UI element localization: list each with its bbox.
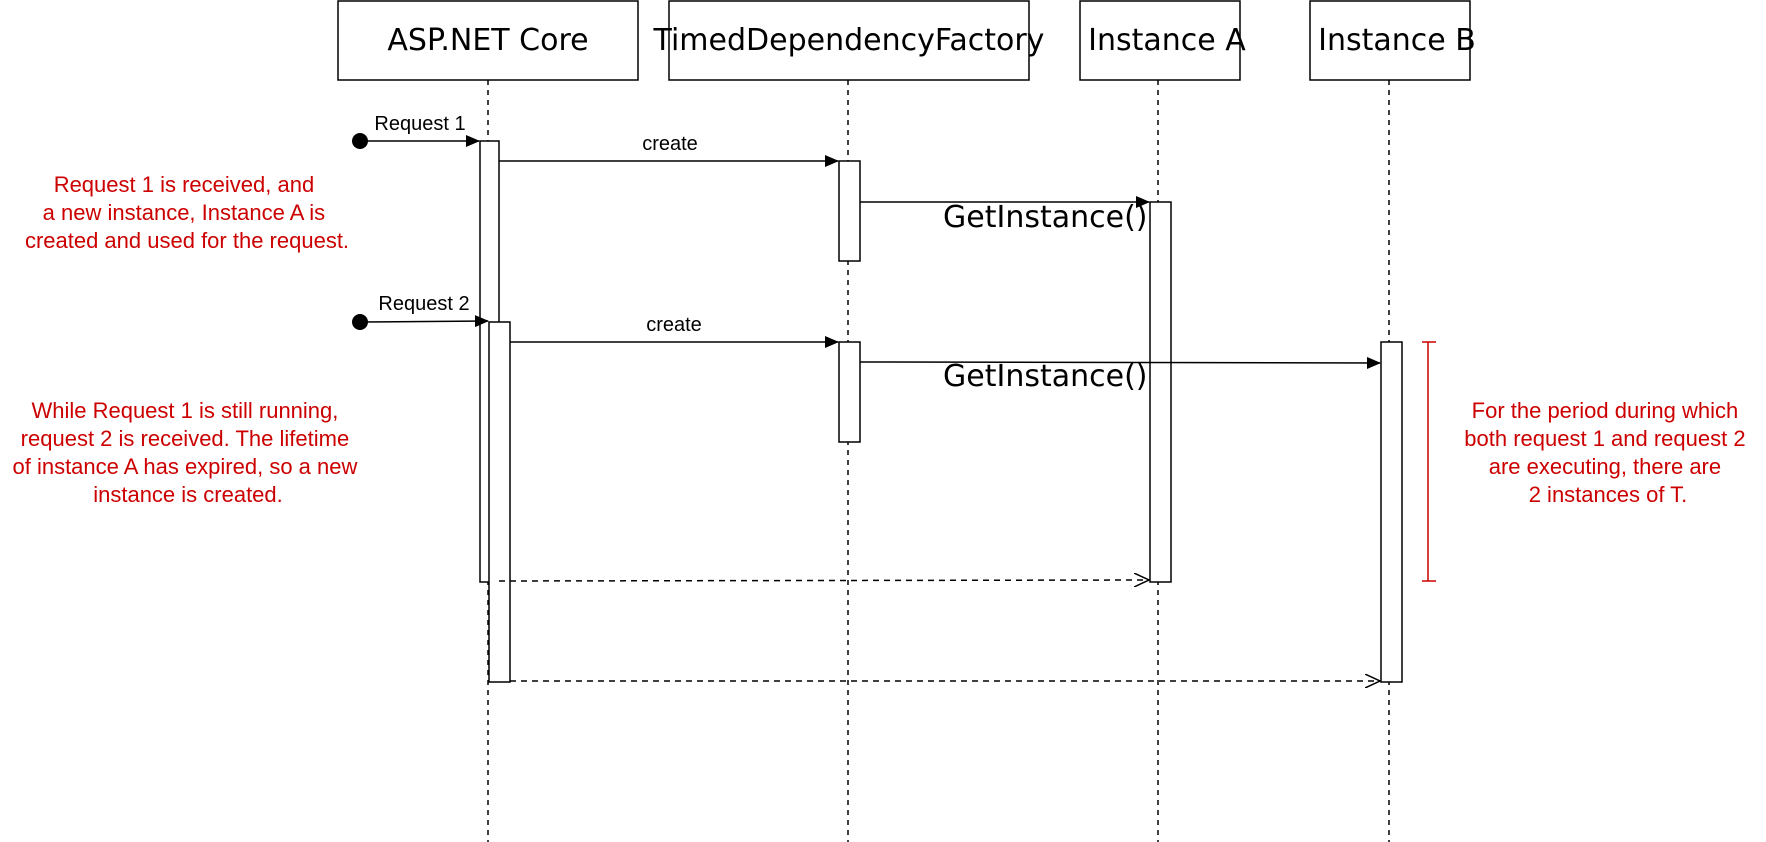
activation-factory-create2 [838,341,861,443]
activation-instance-a [1149,201,1172,583]
activation-instance-b [1380,341,1403,683]
participant-instance-a: Instance A [1079,0,1246,81]
note-request1: Request 1 is received, and a new instanc… [25,172,349,253]
note-line: of instance A has expired, so a new [12,454,357,479]
message-label: create [642,133,698,155]
note-line: a new instance, Instance A is [43,200,326,225]
note-request2: While Request 1 is still running, reques… [12,398,363,507]
note-line: 2 instances of T. [1529,482,1688,507]
participant-label: Instance A [1088,23,1246,58]
message-create2: create [510,314,839,348]
duration-bracket [1422,341,1436,582]
note-line: request 2 is received. The lifetime [21,426,350,451]
message-label: Request 1 [374,113,465,135]
return-instance-a [498,580,1149,581]
message-label: GetInstance() [943,359,1147,394]
note-line: instance is created. [93,482,283,507]
note-line: While Request 1 is still running, [31,398,338,423]
message-label: create [646,314,702,336]
message-request2: Request 2 [352,293,489,330]
participant-label: TimedDependencyFactory [653,23,1045,58]
participant-label: ASP.NET Core [387,23,588,58]
note-line: both request 1 and request 2 [1464,426,1745,451]
note-line: created and used for the request. [25,228,349,253]
participant-timed-dependency-factory: TimedDependencyFactory [653,0,1045,81]
participant-label: Instance B [1318,23,1476,58]
note-line: are executing, there are [1489,454,1721,479]
note-line: Request 1 is received, and [54,172,315,197]
message-label: Request 2 [378,293,469,315]
message-get-instance-b: GetInstance() [859,356,1381,394]
participant-instance-b: Instance B [1309,0,1476,81]
message-label: GetInstance() [943,200,1147,235]
note-line: For the period during which [1472,398,1739,423]
activation-aspnet-request2 [488,321,511,683]
message-request1: Request 1 [352,113,480,149]
message-get-instance-a: GetInstance() [860,196,1150,235]
message-create1: create [499,133,839,167]
participant-aspnet-core: ASP.NET Core [337,0,639,81]
note-concurrent-instances: For the period during which both request… [1464,398,1751,507]
activation-factory-create1 [838,160,861,262]
